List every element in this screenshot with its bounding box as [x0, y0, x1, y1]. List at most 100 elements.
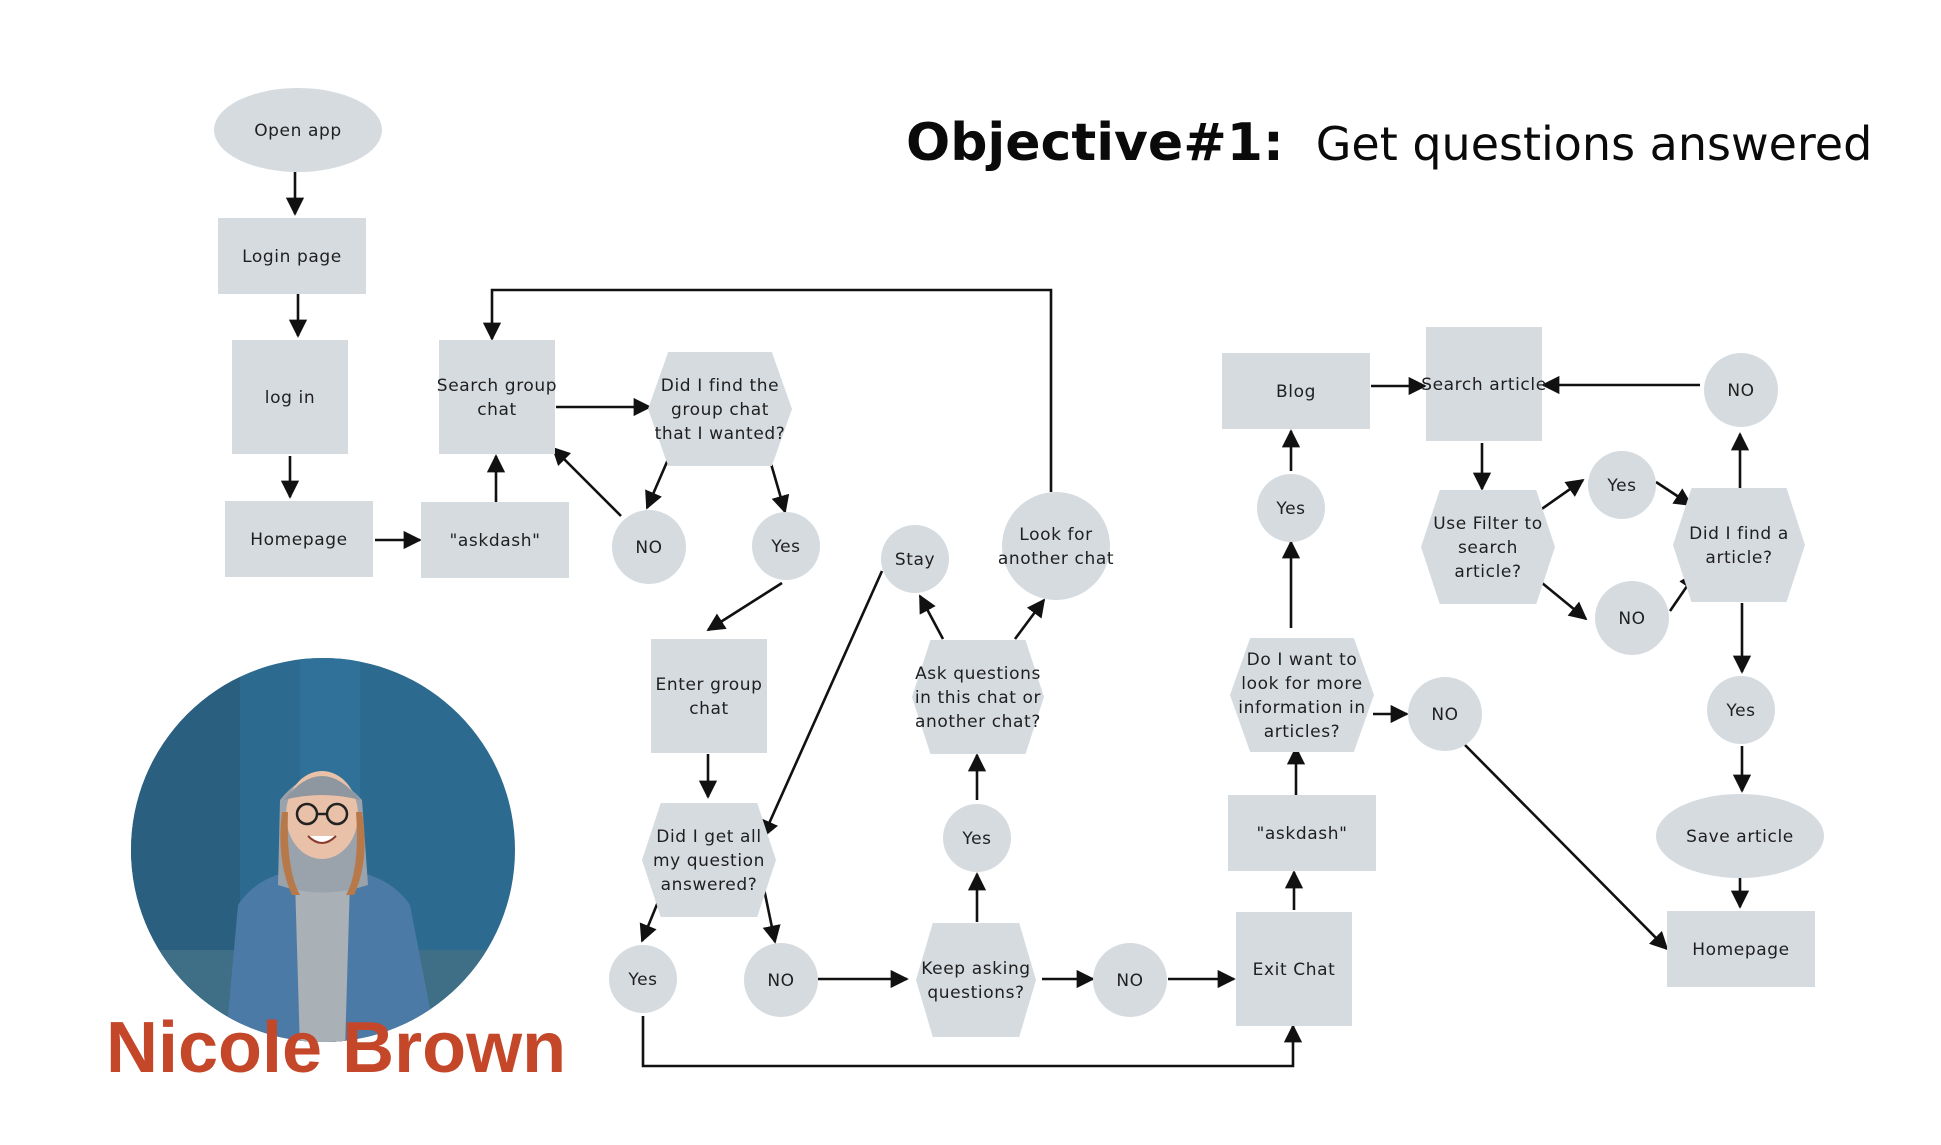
node-label: Exit Chat [1253, 960, 1336, 980]
node-did-i-find-group: Did I find the group chat that I wanted? [648, 352, 792, 466]
node-label: Yes [627, 970, 657, 990]
node-label: article? [1454, 562, 1521, 582]
node-label: my question [653, 851, 765, 871]
node-label: chat [477, 400, 517, 420]
node-label: in this chat or [915, 688, 1041, 708]
node-exit-chat: Exit Chat [1236, 912, 1352, 1026]
node-shape-rect [439, 340, 555, 454]
node-search-article: Search article [1421, 327, 1547, 441]
arrow-ask-where-to-look-another-chat [1015, 600, 1044, 639]
node-label: articles? [1264, 722, 1341, 742]
node-label: Do I want to [1247, 650, 1358, 670]
node-label: NO [1618, 609, 1645, 629]
node-yes-2: Yes [609, 945, 677, 1013]
node-label: Keep asking [921, 959, 1030, 979]
node-save-article: Save article [1656, 794, 1824, 878]
node-label: chat [689, 699, 729, 719]
node-label: Stay [895, 550, 935, 570]
node-label: article? [1705, 548, 1772, 568]
node-no-2: NO [744, 943, 818, 1017]
node-label: Homepage [250, 530, 347, 550]
node-label: Enter group [655, 675, 762, 695]
node-login-page: Login page [218, 218, 366, 294]
node-label: information in [1238, 698, 1365, 718]
node-yes-6: Yes [1707, 676, 1775, 744]
node-label: Login page [242, 247, 342, 267]
node-did-i-get-answers: Did I get all my question answered? [642, 803, 776, 917]
node-label: another chat [998, 549, 1114, 569]
page-title: Objective#1: Get questions answered [906, 113, 1872, 173]
node-blog: Blog [1222, 353, 1370, 429]
arrow-use-filter-to-no-5 [1536, 578, 1586, 619]
node-label: another chat? [915, 712, 1041, 732]
node-label: "askdash" [1257, 824, 1348, 844]
node-label: Blog [1276, 382, 1316, 402]
node-label: look for more [1241, 674, 1362, 694]
node-askdash-1: "askdash" [421, 502, 569, 578]
persona-name: Nicole Brown [106, 1008, 566, 1088]
node-label: Did I get all [656, 827, 761, 847]
node-yes-3: Yes [943, 804, 1011, 872]
node-label: Yes [1606, 476, 1636, 496]
node-label: Open app [254, 121, 342, 141]
node-label: Save article [1686, 827, 1794, 847]
node-label: NO [1727, 381, 1754, 401]
node-did-i-find-article: Did I find a article? [1673, 488, 1805, 602]
node-homepage-2: Homepage [1667, 911, 1815, 987]
node-label: NO [1116, 971, 1143, 991]
node-shape-rect [651, 639, 767, 753]
arrow-ask-where-to-stay [920, 596, 943, 639]
node-label: NO [1431, 705, 1458, 725]
node-label: Search article [1421, 375, 1547, 395]
node-ask-where: Ask questions in this chat or another chat… [912, 640, 1044, 754]
node-label: Yes [1725, 701, 1755, 721]
node-label: Yes [1275, 499, 1305, 519]
node-search-group-chat: Search group chat [437, 340, 557, 454]
node-label: Did I find a [1689, 524, 1789, 544]
arrow-no-4-to-homepage-2 [1465, 745, 1667, 949]
arrow-use-filter-to-yes-5 [1536, 480, 1583, 513]
arrow-stay-to-did-i-get-answers [763, 571, 882, 837]
node-label: Search group [437, 376, 557, 396]
arrow-yes-5-to-did-i-find-article [1656, 482, 1691, 505]
title-bold: Objective#1: [906, 113, 1284, 173]
node-label: that I wanted? [655, 424, 786, 444]
node-no-4: NO [1408, 677, 1482, 751]
node-stay: Stay [881, 525, 949, 593]
node-log-in: log in [232, 340, 348, 454]
node-yes-4: Yes [1257, 474, 1325, 542]
node-label: "askdash" [450, 531, 541, 551]
node-keep-asking: Keep asking questions? [916, 923, 1036, 1037]
node-enter-group-chat: Enter group chat [651, 639, 767, 753]
node-label: Homepage [1692, 940, 1789, 960]
node-label: NO [767, 971, 794, 991]
node-no-1: NO [612, 510, 686, 584]
title-regular: Get questions answered [1316, 117, 1873, 171]
node-shape-circle [1002, 492, 1110, 600]
node-no-5: NO [1595, 581, 1669, 655]
node-no-6: NO [1704, 353, 1778, 427]
node-askdash-2: "askdash" [1228, 795, 1376, 871]
node-look-another-chat: Look for another chat [998, 492, 1114, 600]
node-label: Look for [1019, 525, 1092, 545]
node-homepage-1: Homepage [225, 501, 373, 577]
node-want-more-info: Do I want to look for more information in a… [1230, 638, 1374, 752]
node-label: answered? [661, 875, 758, 895]
node-yes-1: Yes [752, 512, 820, 580]
node-label: NO [635, 538, 662, 558]
node-yes-5: Yes [1588, 451, 1656, 519]
node-shape-hexagon [916, 923, 1036, 1037]
node-label: Yes [961, 829, 991, 849]
node-label: questions? [927, 983, 1024, 1003]
node-label: Use Filter to [1433, 514, 1543, 534]
node-use-filter: Use Filter to search article? [1421, 490, 1555, 604]
node-label: Did I find the [661, 376, 779, 396]
node-label: search [1458, 538, 1518, 558]
persona-photo [120, 650, 530, 1050]
node-label: Ask questions [915, 664, 1041, 684]
node-shape-hexagon [1673, 488, 1805, 602]
node-label: group chat [671, 400, 769, 420]
arrow-yes-1-to-enter-group-chat [708, 583, 782, 630]
node-open-app: Open app [214, 88, 382, 172]
